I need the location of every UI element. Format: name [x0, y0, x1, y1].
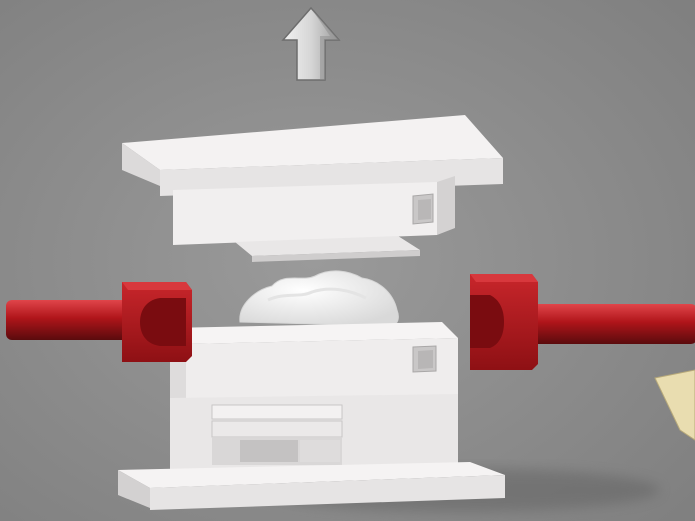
lower-mold-block	[170, 322, 458, 470]
left-rod	[6, 300, 136, 340]
right-rod	[522, 304, 695, 344]
